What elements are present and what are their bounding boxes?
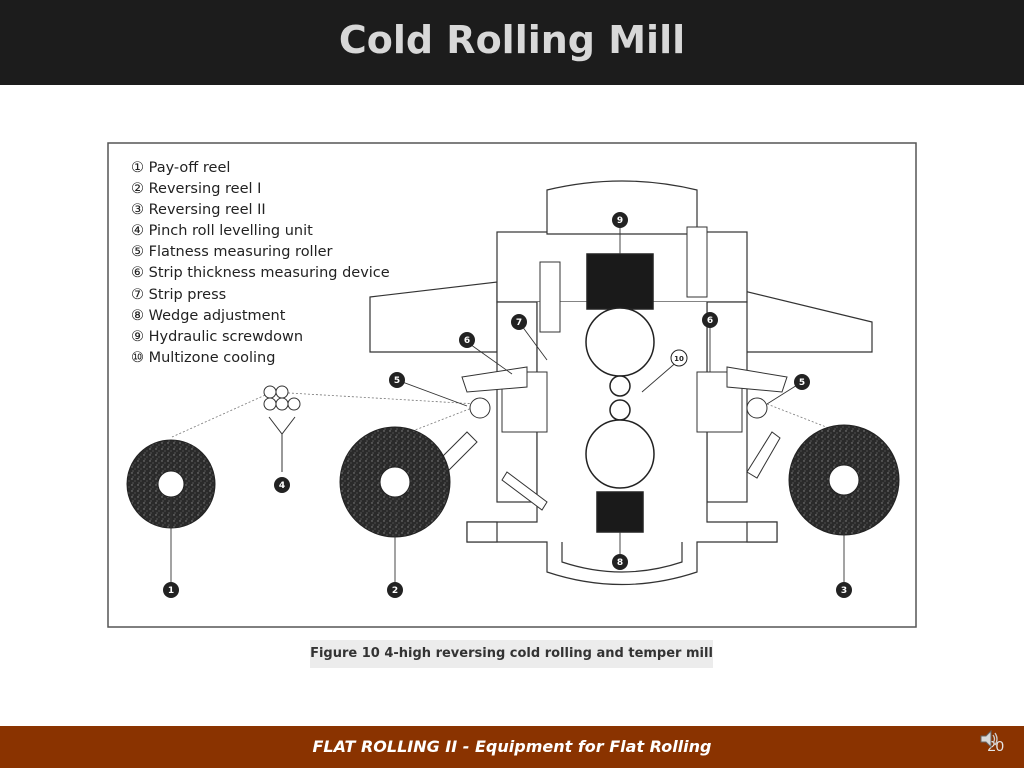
marker-6-right: 6 bbox=[702, 312, 718, 328]
svg-text:9: 9 bbox=[617, 216, 623, 226]
slide-title: Cold Rolling Mill bbox=[338, 18, 686, 62]
marker-4: 4 bbox=[274, 477, 290, 493]
svg-text:5: 5 bbox=[799, 378, 805, 388]
svg-text:8: 8 bbox=[617, 558, 623, 568]
marker-9: 9 bbox=[612, 212, 628, 228]
svg-text:4: 4 bbox=[279, 481, 285, 491]
slide-footer: FLAT ROLLING II - Equipment for Flat Rol… bbox=[0, 726, 1024, 768]
marker-5-right: 5 bbox=[794, 374, 810, 390]
figure-caption: Figure 10 4-high reversing cold rolling … bbox=[310, 640, 713, 668]
slide-header: Cold Rolling Mill bbox=[0, 0, 1024, 85]
svg-text:1: 1 bbox=[168, 586, 174, 596]
svg-text:7: 7 bbox=[516, 318, 522, 328]
svg-text:5: 5 bbox=[394, 376, 400, 386]
legend-item: ⑩ Multizone cooling bbox=[131, 350, 275, 366]
svg-text:6: 6 bbox=[707, 316, 713, 326]
marker-3: 3 bbox=[836, 582, 852, 598]
marker-7: 7 bbox=[511, 314, 527, 330]
svg-text:2: 2 bbox=[392, 586, 398, 596]
marker-1: 1 bbox=[163, 582, 179, 598]
legend-item: ⑤ Flatness measuring roller bbox=[131, 244, 333, 260]
marker-5-left: 5 bbox=[389, 372, 405, 388]
svg-text:3: 3 bbox=[841, 586, 847, 596]
mill-diagram: ① Pay-off reel ② Reversing reel I ③ Reve… bbox=[107, 142, 917, 628]
legend-item: ① Pay-off reel bbox=[131, 160, 230, 176]
legend-item: ③ Reversing reel II bbox=[131, 202, 266, 218]
marker-6-left: 6 bbox=[459, 332, 475, 348]
marker-2: 2 bbox=[387, 582, 403, 598]
legend-item: ④ Pinch roll levelling unit bbox=[131, 223, 313, 239]
rolls bbox=[585, 253, 655, 533]
marker-8: 8 bbox=[612, 554, 628, 570]
leader-lines bbox=[170, 222, 845, 590]
svg-text:10: 10 bbox=[674, 355, 684, 363]
legend-item: ⑦ Strip press bbox=[131, 287, 226, 303]
legend-item: ⑥ Strip thickness measuring device bbox=[131, 265, 390, 281]
speaker-icon[interactable] bbox=[978, 728, 1000, 750]
marker-10: 10 bbox=[670, 349, 688, 367]
reels bbox=[126, 424, 900, 538]
svg-text:6: 6 bbox=[464, 336, 470, 346]
legend-item: ② Reversing reel I bbox=[131, 181, 261, 197]
number-markers: 1 2 3 4 5 5 6 6 7 8 9 10 bbox=[163, 212, 852, 598]
legend: ① Pay-off reel ② Reversing reel I ③ Reve… bbox=[131, 160, 390, 366]
strip bbox=[171, 391, 853, 438]
pinch-rolls bbox=[263, 385, 301, 472]
footer-text: FLAT ROLLING II - Equipment for Flat Rol… bbox=[312, 737, 712, 756]
legend-item: ⑨ Hydraulic screwdown bbox=[131, 329, 303, 345]
legend-item: ⑧ Wedge adjustment bbox=[131, 308, 286, 324]
